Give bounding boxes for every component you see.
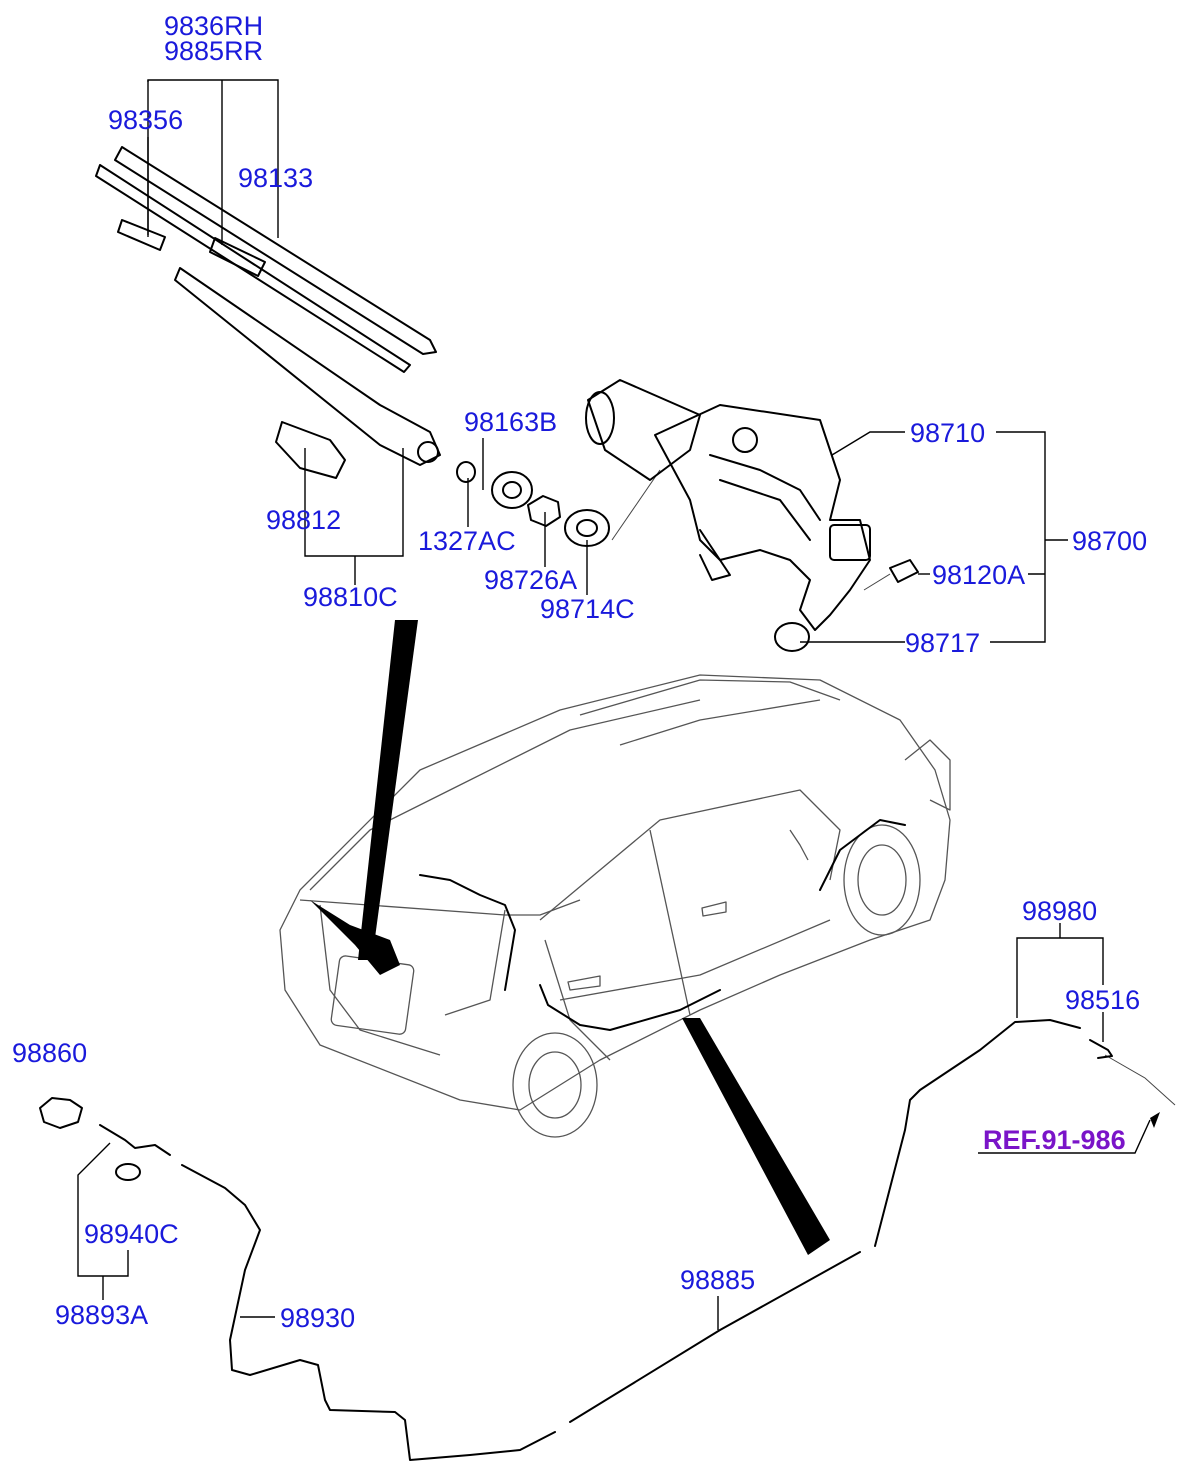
label-98710[interactable]: 98710 [910,418,986,448]
label-98810c[interactable]: 98810C [303,582,398,612]
label-98516[interactable]: 98516 [1065,985,1141,1015]
label-98980[interactable]: 98980 [1022,896,1098,926]
leader-lines [77,79,1160,1330]
label-98700[interactable]: 98700 [1072,526,1148,556]
label-98940c[interactable]: 98940C [84,1219,179,1249]
wiper-blade-assembly[interactable] [95,146,441,479]
label-9836rh[interactable]: 9836RH [164,11,264,41]
label-98860[interactable]: 98860 [12,1038,88,1068]
label-98930[interactable]: 98930 [280,1303,356,1333]
label-1327ac[interactable]: 1327AC [418,526,516,556]
pointer-wedges [358,620,830,1255]
label-98726a[interactable]: 98726A [484,565,578,595]
label-98812[interactable]: 98812 [266,505,342,535]
label-98133[interactable]: 98133 [238,163,314,193]
wiper-motor[interactable] [585,379,871,631]
label-98885[interactable]: 98885 [680,1265,756,1295]
label-98163b[interactable]: 98163B [464,407,558,437]
label-98356[interactable]: 98356 [108,105,184,135]
label-98717[interactable]: 98717 [905,628,981,658]
label-9885rr[interactable]: 9885RR [164,36,264,66]
car-illustration [279,674,951,1138]
label-98893a[interactable]: 98893A [55,1300,149,1330]
label-reference-91-986[interactable]: REF.91-986 [983,1125,1126,1155]
label-98120a[interactable]: 98120A [932,560,1026,590]
label-98714c[interactable]: 98714C [540,594,635,624]
washer-hoses[interactable] [39,1019,1176,1461]
small-parts[interactable] [456,461,919,652]
